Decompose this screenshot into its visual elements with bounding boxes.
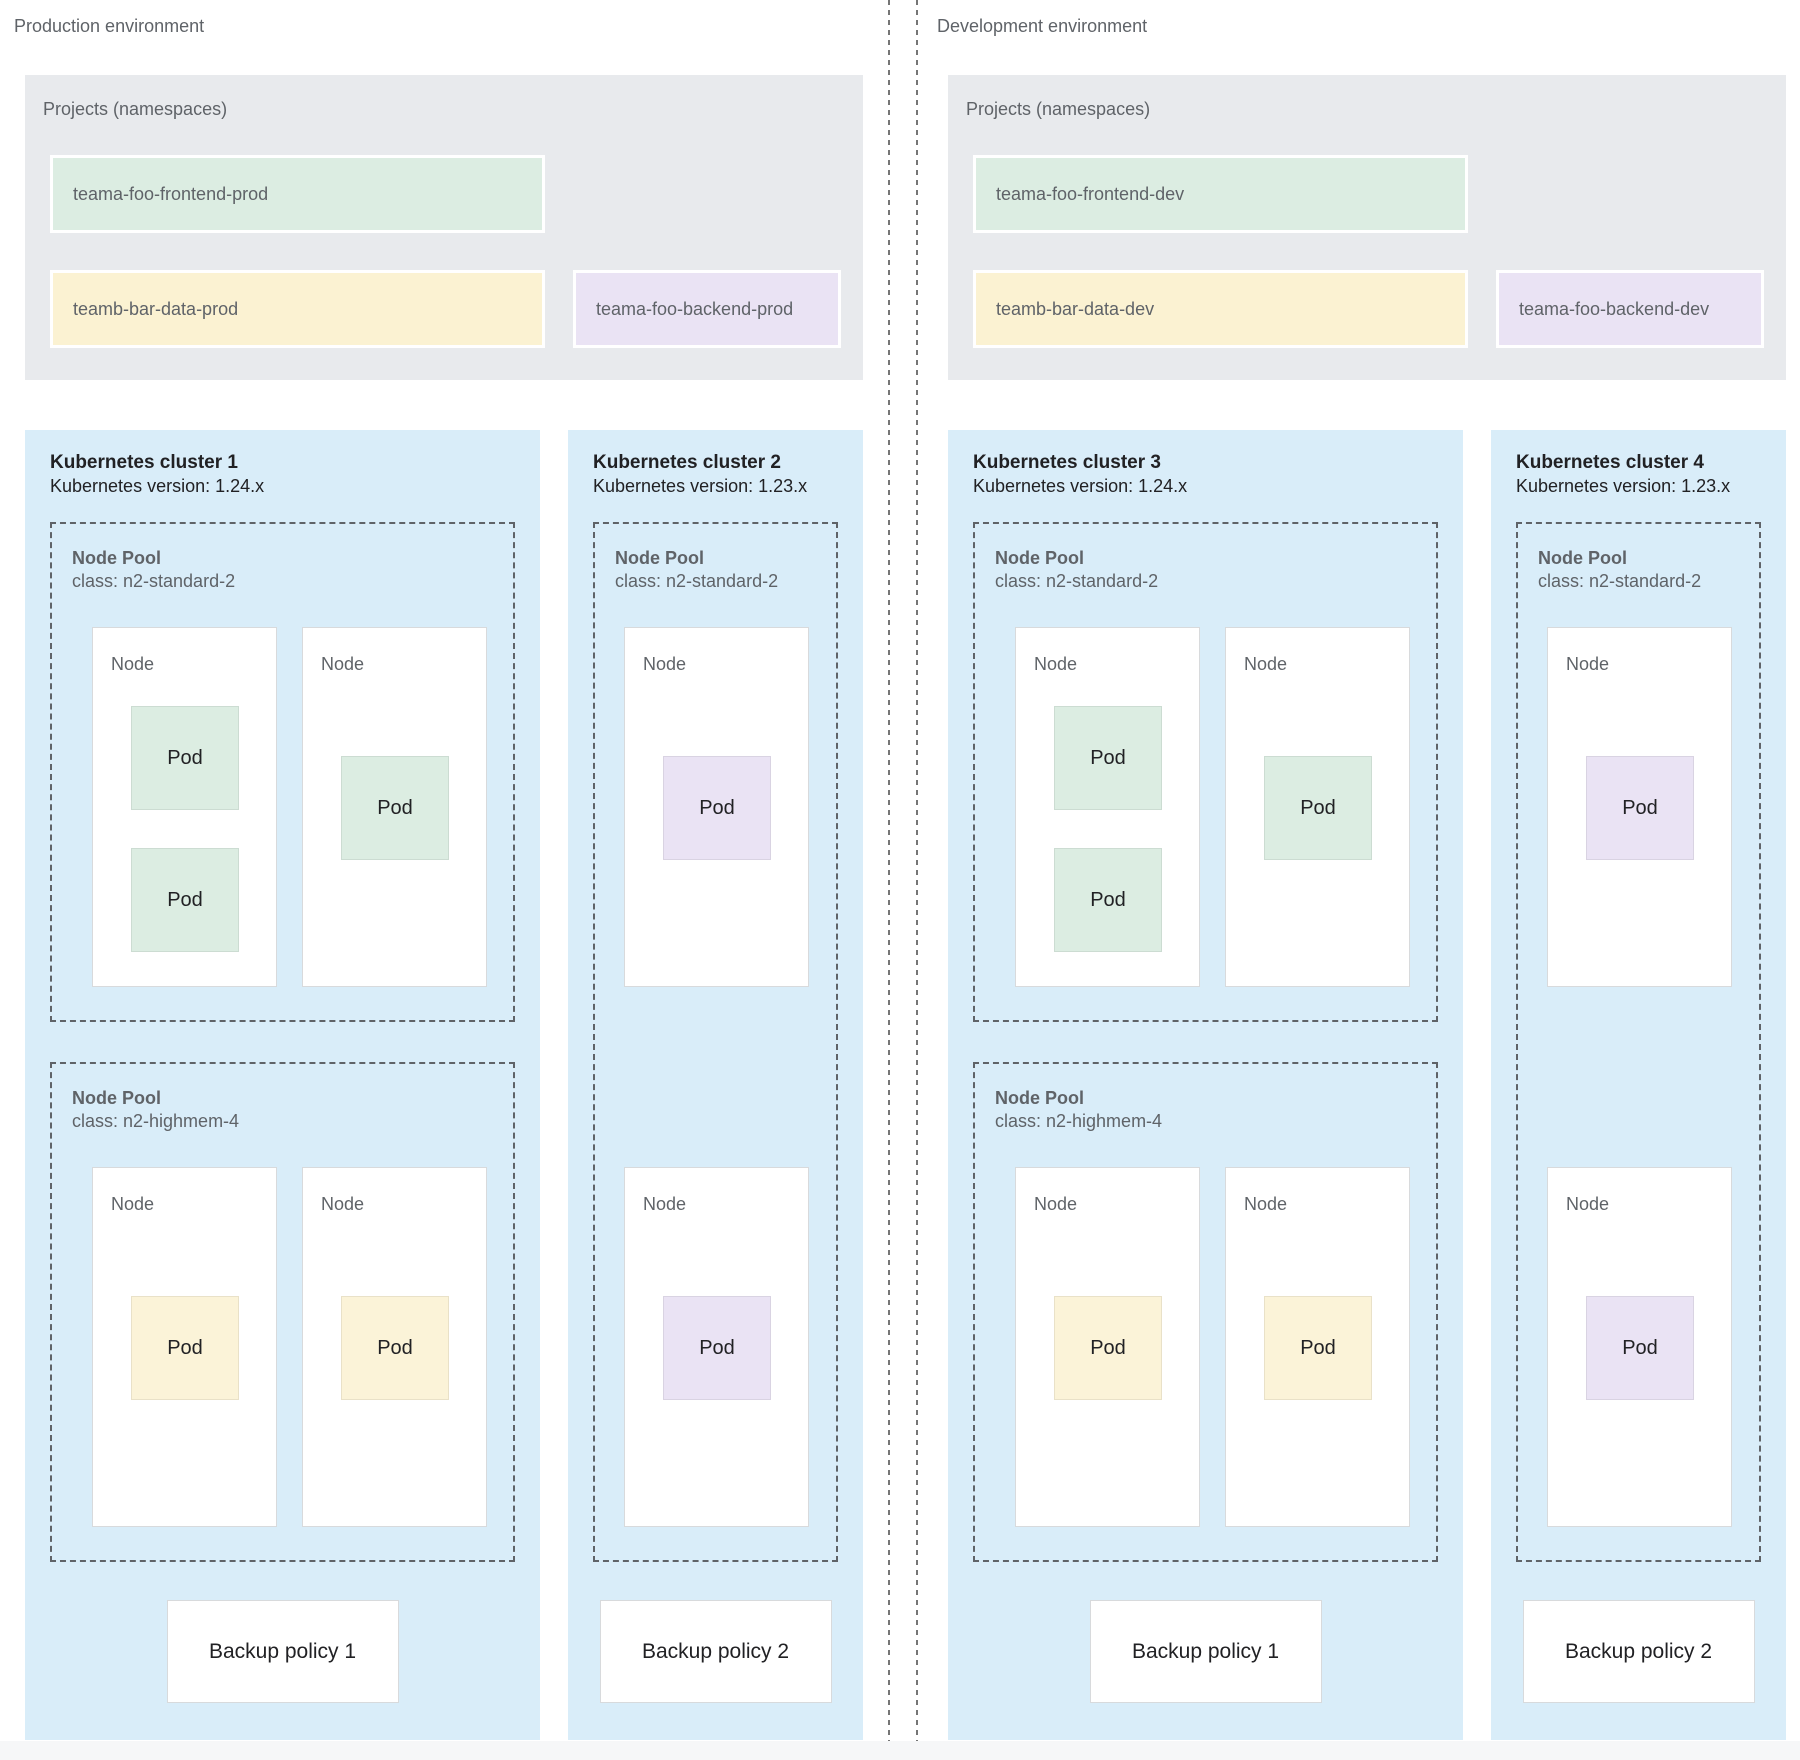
kubernetes-cluster-4: Kubernetes cluster 4 Kubernetes version:…: [1491, 430, 1786, 1740]
node-pool-title: Node Pool: [995, 1088, 1084, 1108]
node-label: Node: [1566, 1194, 1610, 1214]
backup-policy-2: Backup policy 2: [1522, 1600, 1755, 1703]
node: Node Pod: [1547, 627, 1732, 987]
production-projects-panel: Projects (namespaces) teama-foo-frontend…: [25, 75, 863, 380]
node-pool-title: Node Pool: [995, 548, 1084, 568]
node-pool-n2-highmem-4: Node Pool class: n2-highmem-4 Node Pod N…: [50, 1062, 515, 1562]
node: Node Pod: [302, 627, 487, 987]
pod: Pod: [131, 706, 239, 810]
node-label: Node: [111, 1194, 155, 1214]
projects-panel-title: Projects (namespaces): [43, 99, 228, 119]
pod: Pod: [663, 756, 771, 860]
node: Node Pod: [302, 1167, 487, 1527]
namespace-teama-foo-backend-prod: teama-foo-backend-prod: [573, 270, 841, 348]
bottom-strip: [0, 1741, 1800, 1760]
cluster-version: Kubernetes version: 1.23.x: [1516, 476, 1731, 496]
node-label: Node: [1034, 654, 1078, 674]
node-pool-n2-standard-2: Node Pool class: n2-standard-2 Node Pod …: [593, 522, 838, 1562]
node: Node Pod Pod: [92, 627, 277, 987]
cluster-version: Kubernetes version: 1.24.x: [973, 476, 1188, 496]
node-label: Node: [321, 654, 365, 674]
node: Node Pod: [92, 1167, 277, 1527]
development-environment-label: Development environment: [937, 16, 1148, 36]
namespace-teama-foo-frontend-dev: teama-foo-frontend-dev: [973, 155, 1468, 233]
kubernetes-cluster-1: Kubernetes cluster 1 Kubernetes version:…: [25, 430, 540, 1740]
cluster-title: Kubernetes cluster 2: [593, 452, 781, 473]
node-label: Node: [643, 1194, 687, 1214]
node-pool-n2-highmem-4: Node Pool class: n2-highmem-4 Node Pod N…: [973, 1062, 1438, 1562]
production-environment-label: Production environment: [14, 16, 205, 36]
node: Node Pod: [1547, 1167, 1732, 1527]
node-label: Node: [1566, 654, 1610, 674]
node-label: Node: [1034, 1194, 1078, 1214]
cluster-title: Kubernetes cluster 4: [1516, 452, 1704, 473]
node-pool-class: class: n2-highmem-4: [995, 1111, 1163, 1131]
node: Node Pod: [1225, 1167, 1410, 1527]
node-pool-class: class: n2-standard-2: [1538, 571, 1702, 591]
node-pool-n2-standard-2: Node Pool class: n2-standard-2 Node Pod …: [973, 522, 1438, 1022]
pod: Pod: [131, 1296, 239, 1400]
pod: Pod: [1054, 706, 1162, 810]
environment-separator-line-right: [916, 0, 918, 1760]
node: Node Pod: [624, 1167, 809, 1527]
node-pool-title: Node Pool: [72, 1088, 161, 1108]
cluster-title: Kubernetes cluster 3: [973, 452, 1161, 473]
pod: Pod: [663, 1296, 771, 1400]
kubernetes-cluster-3: Kubernetes cluster 3 Kubernetes version:…: [948, 430, 1463, 1740]
node-label: Node: [1244, 654, 1288, 674]
node-pool-class: class: n2-standard-2: [615, 571, 779, 591]
namespace-teama-foo-frontend-prod: teama-foo-frontend-prod: [50, 155, 545, 233]
pod: Pod: [1054, 848, 1162, 952]
node: Node Pod: [624, 627, 809, 987]
node-pool-n2-standard-2: Node Pool class: n2-standard-2 Node Pod …: [1516, 522, 1761, 1562]
pod: Pod: [1586, 1296, 1694, 1400]
pod: Pod: [131, 848, 239, 952]
cluster-version: Kubernetes version: 1.23.x: [593, 476, 808, 496]
pod: Pod: [1054, 1296, 1162, 1400]
backup-policy-2: Backup policy 2: [599, 1600, 832, 1703]
namespace-teamb-bar-data-prod: teamb-bar-data-prod: [50, 270, 545, 348]
pod: Pod: [1586, 756, 1694, 860]
backup-policy-1: Backup policy 1: [166, 1600, 399, 1703]
pod: Pod: [341, 1296, 449, 1400]
cluster-title: Kubernetes cluster 1: [50, 452, 238, 473]
node-label: Node: [1244, 1194, 1288, 1214]
namespace-teamb-bar-data-dev: teamb-bar-data-dev: [973, 270, 1468, 348]
node-pool-class: class: n2-highmem-4: [72, 1111, 240, 1131]
environment-separator-line-left: [888, 0, 890, 1760]
namespace-teama-foo-backend-dev: teama-foo-backend-dev: [1496, 270, 1764, 348]
pod: Pod: [1264, 1296, 1372, 1400]
kubernetes-cluster-2: Kubernetes cluster 2 Kubernetes version:…: [568, 430, 863, 1740]
node: Node Pod Pod: [1015, 627, 1200, 987]
node-label: Node: [111, 654, 155, 674]
node-pool-class: class: n2-standard-2: [72, 571, 236, 591]
cluster-version: Kubernetes version: 1.24.x: [50, 476, 265, 496]
node-pool-title: Node Pool: [72, 548, 161, 568]
node-pool-class: class: n2-standard-2: [995, 571, 1159, 591]
development-projects-panel: Projects (namespaces) teama-foo-frontend…: [948, 75, 1786, 380]
node-pool-title: Node Pool: [1538, 548, 1627, 568]
pod: Pod: [341, 756, 449, 860]
node-label: Node: [321, 1194, 365, 1214]
node-label: Node: [643, 654, 687, 674]
pod: Pod: [1264, 756, 1372, 860]
node-pool-title: Node Pool: [615, 548, 704, 568]
backup-policy-1: Backup policy 1: [1089, 1600, 1322, 1703]
node: Node Pod: [1015, 1167, 1200, 1527]
node-pool-n2-standard-2: Node Pool class: n2-standard-2 Node Pod …: [50, 522, 515, 1022]
projects-panel-title: Projects (namespaces): [966, 99, 1151, 119]
node: Node Pod: [1225, 627, 1410, 987]
